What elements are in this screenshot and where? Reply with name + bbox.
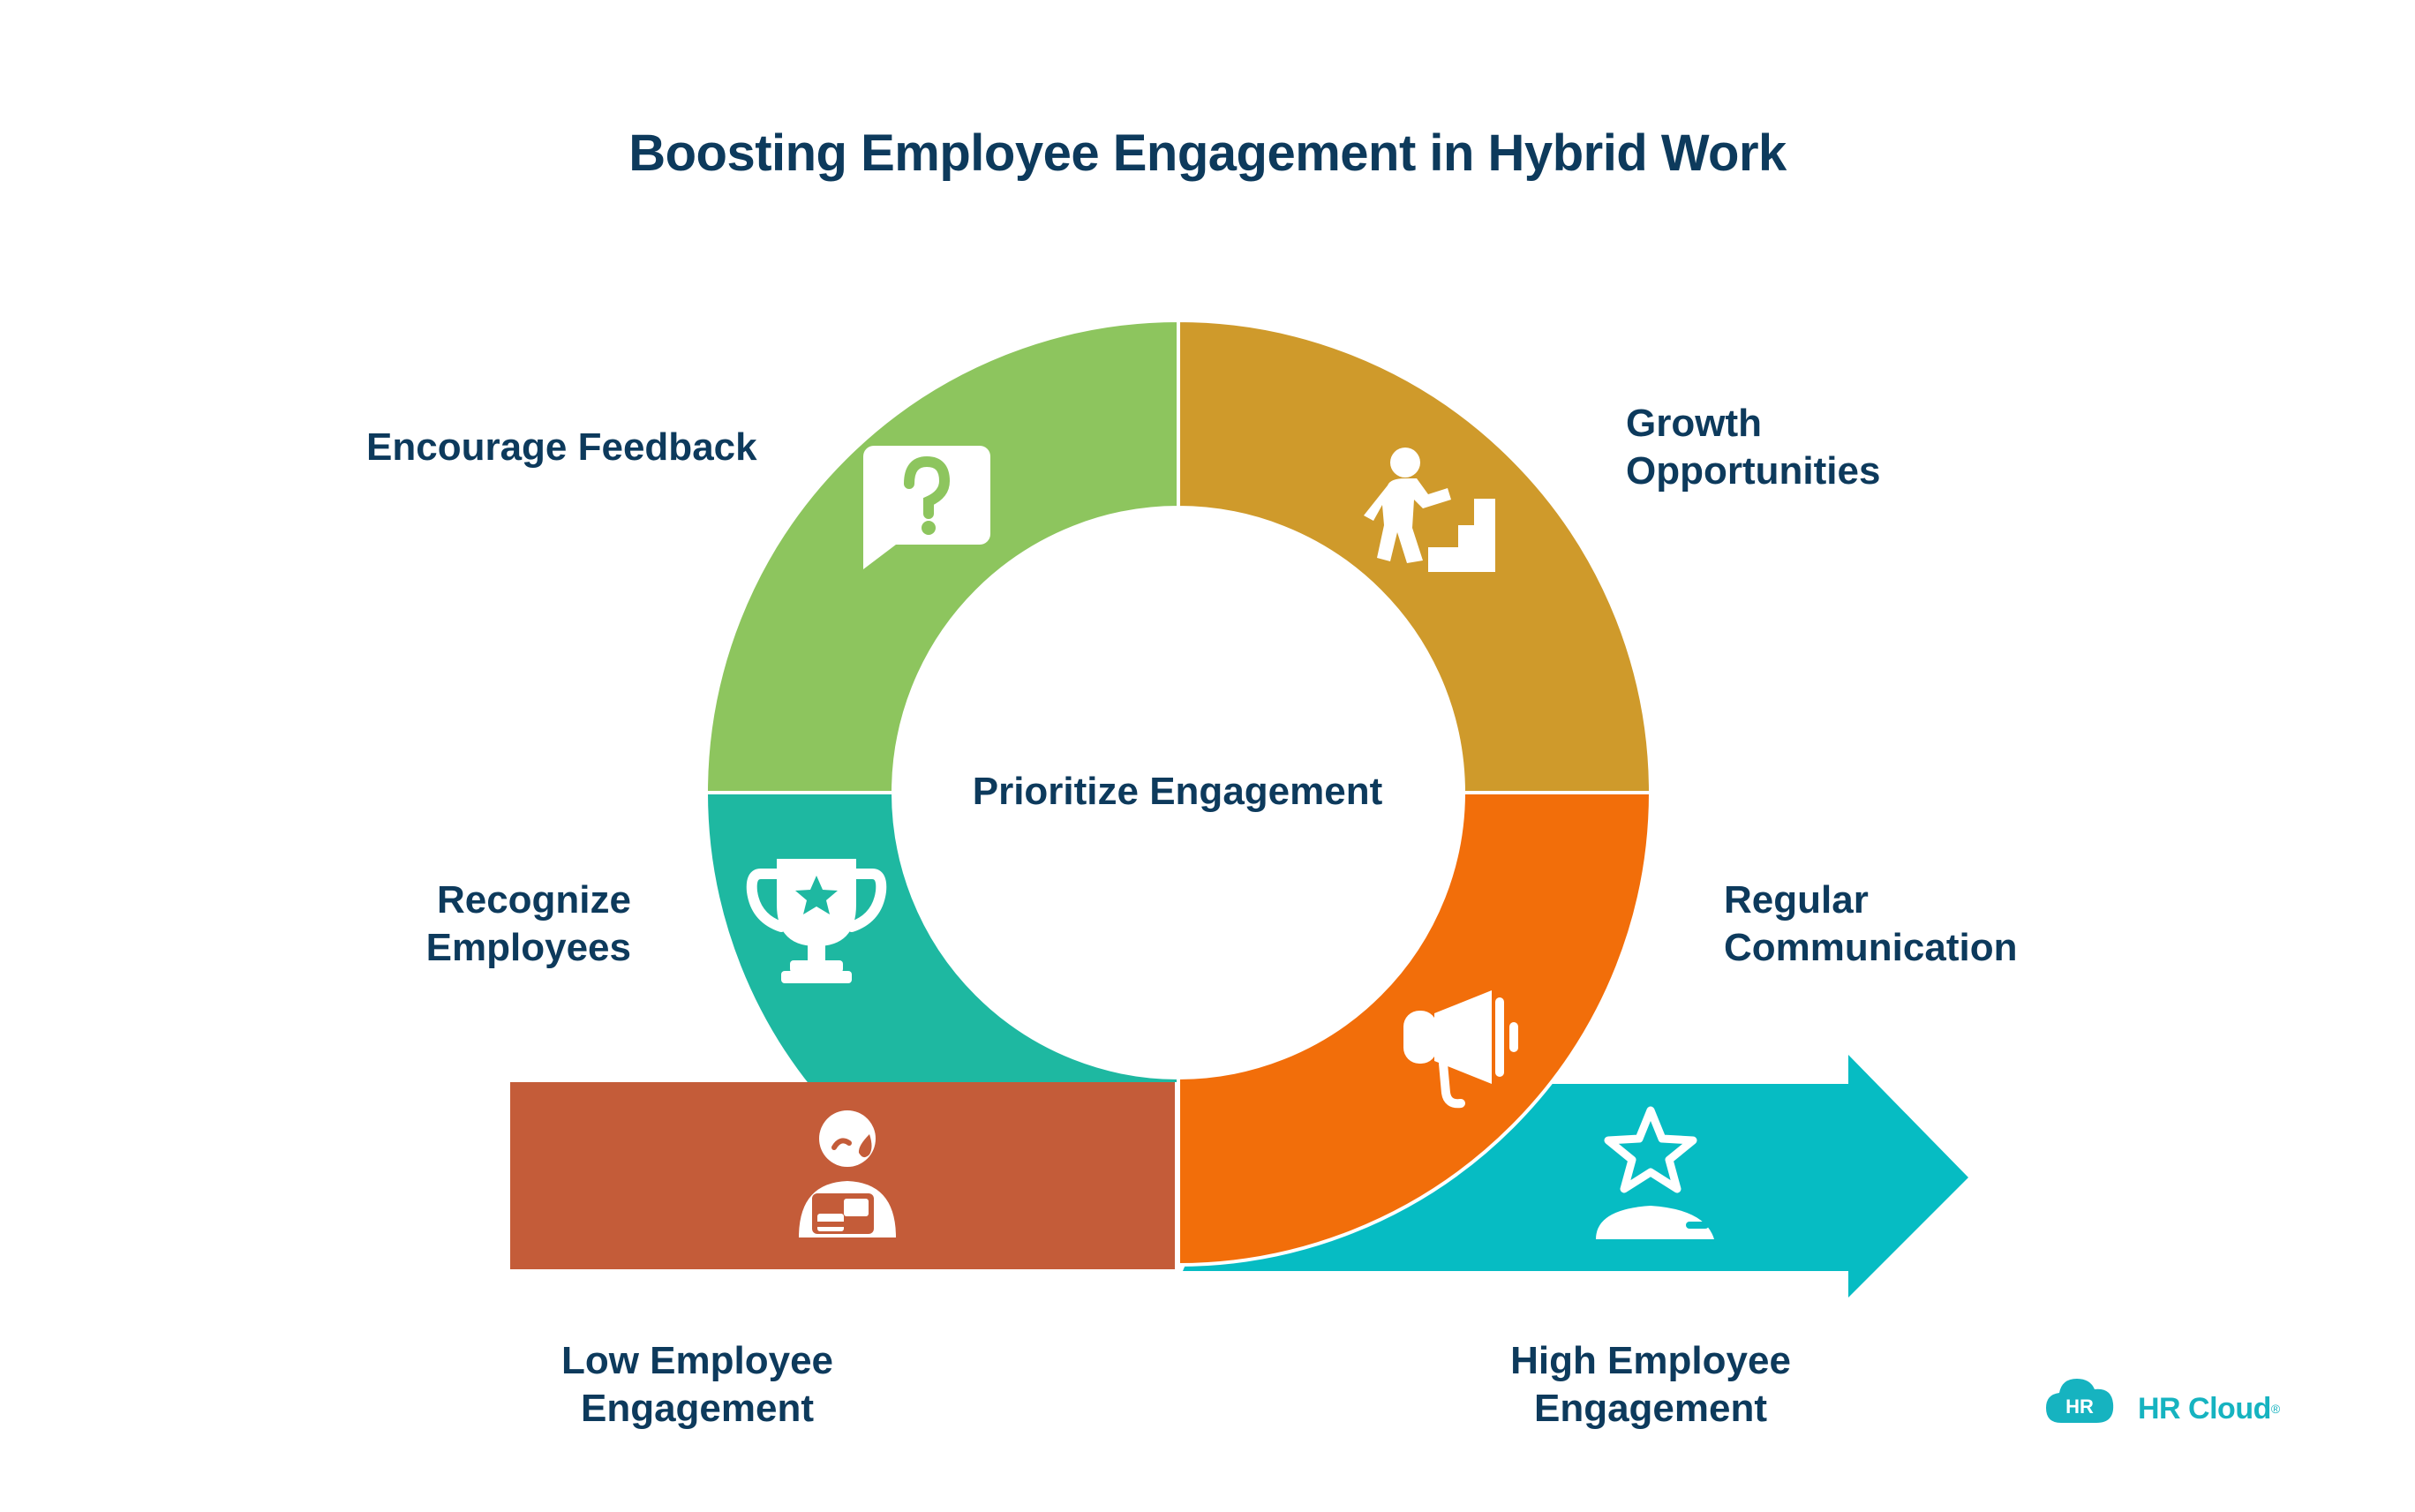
person-climbing-stairs-icon	[1364, 448, 1495, 572]
segment-encourage-feedback	[703, 318, 1180, 794]
label-line: Encourage Feedback	[366, 425, 757, 469]
label-encourage-feedback: Encourage Feedback	[366, 424, 757, 471]
label-growth-opportunities: Growth Opportunities	[1626, 400, 1880, 495]
brand-registered-mark: ®	[2270, 1402, 2281, 1416]
brand-cloud-icon: HR	[2046, 1379, 2114, 1423]
label-line: Regular	[1724, 878, 1869, 921]
brand-badge-text: HR	[2065, 1395, 2094, 1418]
low-engagement-bar	[510, 1082, 1177, 1269]
label-line: Engagement	[580, 1387, 815, 1430]
label-regular-communication: Regular Communication	[1724, 876, 2017, 972]
label-line: Engagement	[1533, 1387, 1768, 1430]
center-label: Prioritize Engagement	[972, 770, 1383, 813]
brand-name: HR Cloud	[2138, 1391, 2271, 1425]
label-low-engagement: Low Employee Engagement	[530, 1337, 865, 1433]
label-line: High Employee	[1510, 1339, 1791, 1382]
question-bubble-icon	[863, 446, 990, 569]
label-line: Growth	[1626, 402, 1762, 445]
page-title: Boosting Employee Engagement in Hybrid W…	[628, 124, 1787, 182]
brand-logo: HR Cloud®	[2127, 1382, 2280, 1435]
label-line: Employees	[425, 926, 631, 969]
trophy-star-icon	[746, 859, 887, 983]
megaphone-icon	[1403, 990, 1518, 1109]
label-line: Communication	[1724, 926, 2018, 969]
star-person-icon	[1596, 1106, 1714, 1239]
label-recognize-employees: Recognize Employees	[424, 876, 631, 972]
label-high-engagement: High Employee Engagement	[1483, 1337, 1818, 1433]
label-line: Low Employee	[560, 1339, 834, 1382]
label-line: Opportunities	[1626, 449, 1881, 493]
label-line: Recognize	[436, 878, 631, 921]
sad-employee-desk-icon	[799, 1110, 896, 1237]
